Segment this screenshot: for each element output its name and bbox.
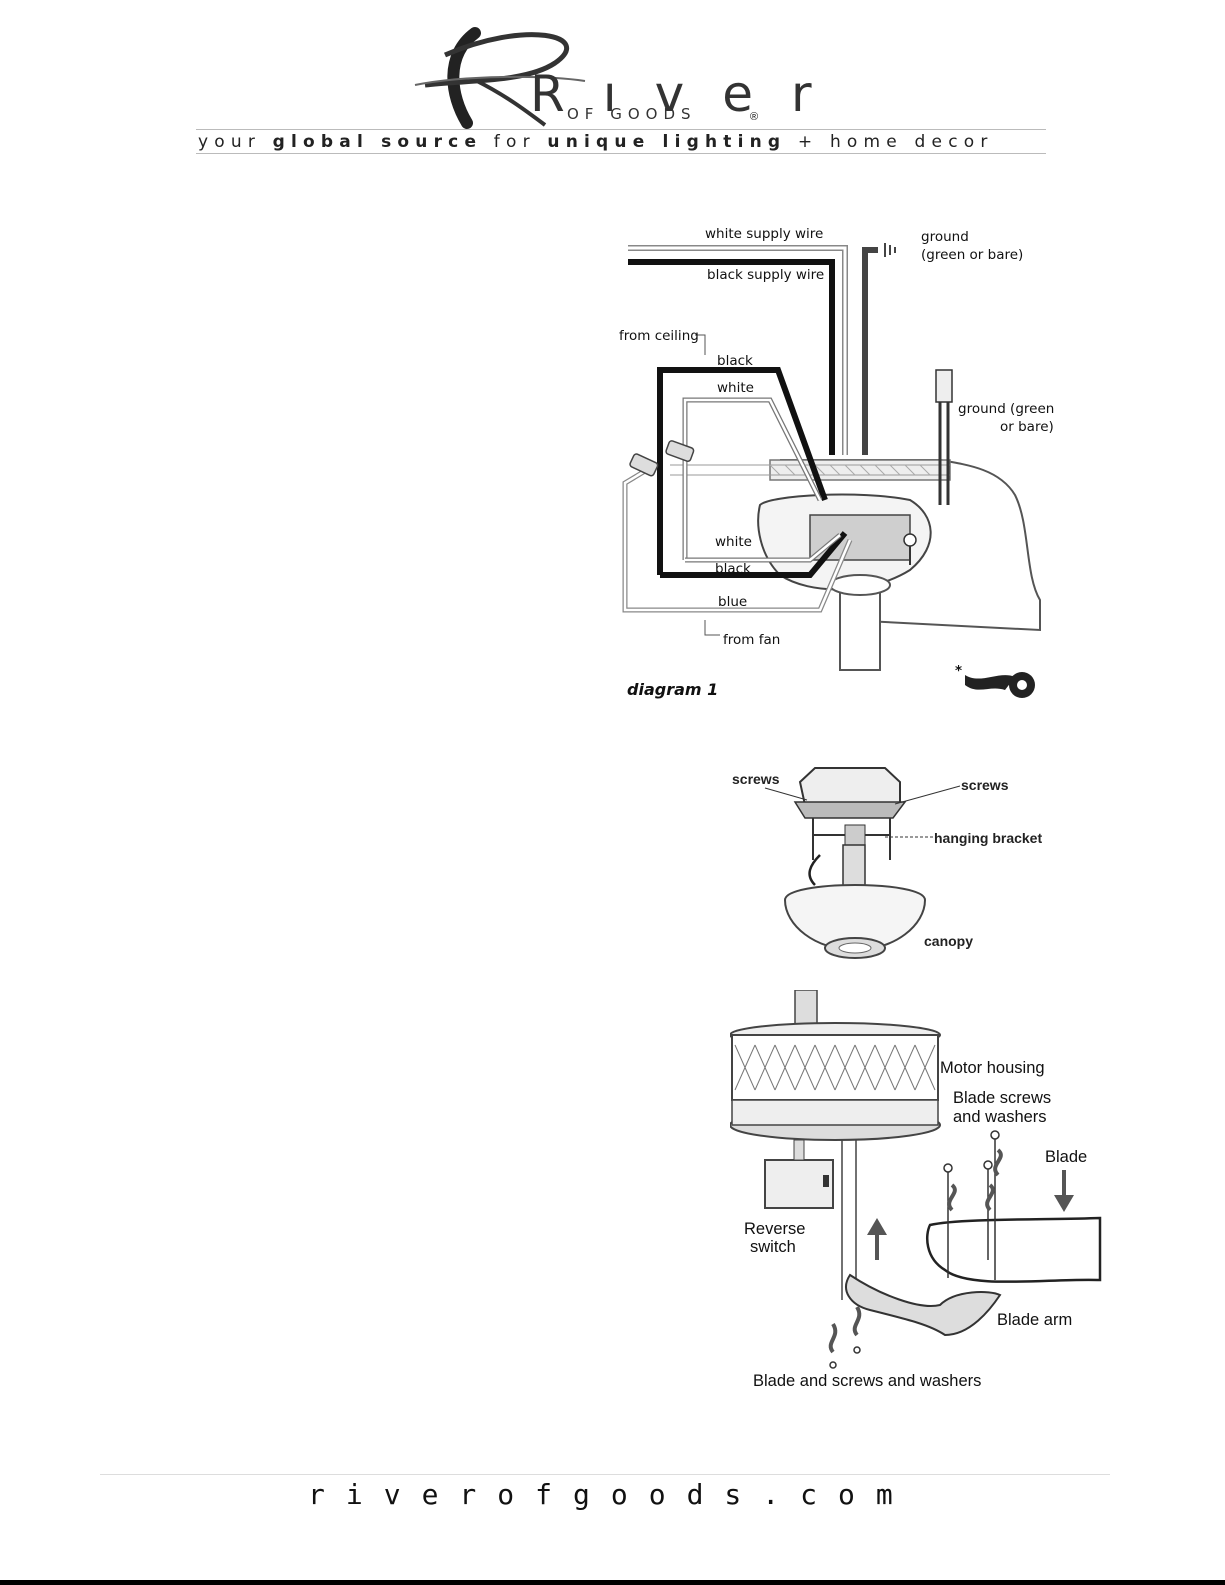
footer-url: riverofgoods.com [308, 1478, 914, 1511]
label-blade-arm: Blade arm [997, 1311, 1073, 1329]
blade-illustration [730, 990, 1102, 1369]
label-from-ceiling: from ceiling [619, 328, 699, 344]
label-white-top: white [717, 380, 754, 396]
logo-subtitle: OF GOODS [567, 105, 697, 123]
label-motor-housing: Motor housing [940, 1059, 1045, 1077]
label-white-supply-wire: white supply wire [705, 226, 824, 242]
label-reverse-switch-2: switch [750, 1238, 796, 1256]
label-ground-top: ground [921, 229, 969, 245]
logo: Rıver OF GOODS ® [405, 25, 812, 135]
logo-wordmark: Rıver [530, 65, 850, 123]
logo-swoosh [414, 27, 586, 129]
label-ground-right: ground (green [958, 401, 1055, 417]
label-screws-left: screws [732, 771, 780, 787]
label-screws-right: screws [961, 777, 1009, 793]
registered-mark: ® [750, 111, 759, 123]
label-black-bottom: black [715, 561, 751, 577]
tagline-part: unique lighting [547, 132, 787, 152]
tagline-part: + home decor [786, 132, 994, 152]
electrical-tape-icon [965, 672, 1035, 698]
label-blade-screws-washers: and washers [953, 1108, 1047, 1126]
header-rule-top [196, 129, 1046, 130]
label-blade-screws: Blade screws [953, 1089, 1052, 1107]
tagline-part: global source [272, 132, 483, 152]
diagram-caption: diagram 1 [627, 680, 719, 699]
label-blade-screws-bottom: Blade and screws and washers [753, 1372, 982, 1390]
wiring-illustration [622, 243, 1041, 698]
label-ground-top-color: (green or bare) [921, 247, 1024, 263]
label-black-supply-wire: black supply wire [707, 267, 825, 283]
asterisk: * [955, 663, 963, 679]
label-ground-right-color: or bare) [1000, 419, 1054, 435]
label-canopy: canopy [924, 933, 974, 949]
tagline-part: for [482, 132, 548, 152]
label-from-fan: from fan [723, 632, 781, 648]
tagline-part: your [198, 132, 273, 152]
wiring-diagram: white supply wire black supply wire grou… [610, 215, 1060, 715]
header-rule-bottom [196, 153, 1046, 154]
label-reverse-switch: Reverse [744, 1220, 806, 1238]
label-blade: Blade [1045, 1148, 1088, 1166]
label-hanging-bracket: hanging bracket [934, 830, 1043, 846]
footer-rule [100, 1474, 1110, 1475]
blade-assembly-diagram: Motor housing Blade screws and washers B… [730, 990, 1105, 1400]
label-black-top: black [717, 353, 753, 369]
page-bottom-border [0, 1580, 1225, 1585]
bracket-diagram: screws screws hanging bracket canopy [725, 760, 1065, 975]
label-blue: blue [718, 594, 748, 610]
bracket-illustration [764, 767, 961, 959]
label-white-bottom: white [715, 534, 752, 550]
tagline: your global source for unique lighting +… [198, 132, 994, 152]
